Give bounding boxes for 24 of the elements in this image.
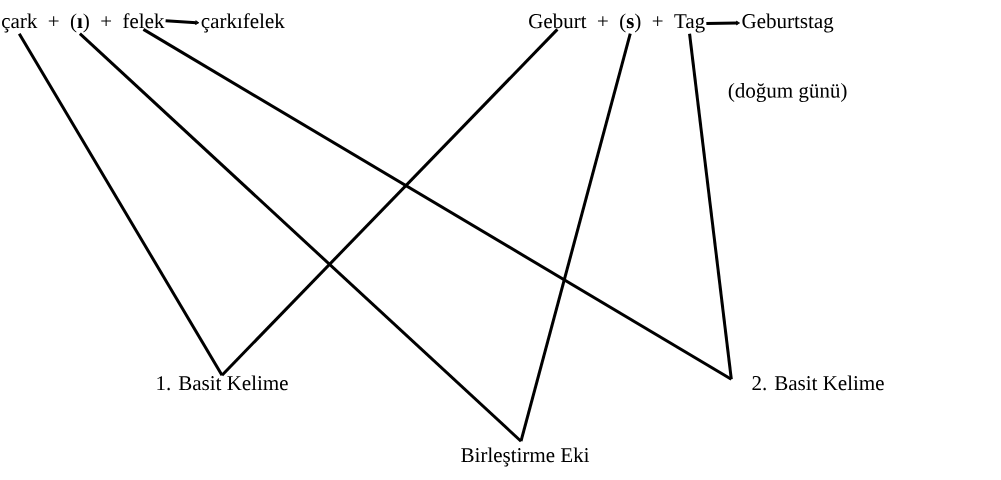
arrow (165, 19, 200, 25)
word: (s) (620, 13, 641, 33)
word: (ı) (70, 13, 89, 33)
term-label: 1. Basit Kelime (157, 375, 288, 391)
connecting-line (519, 33, 632, 442)
arrow (706, 20, 740, 26)
plus-sign: + (652, 16, 663, 26)
plus-sign: + (597, 16, 608, 26)
term-label: Birleştirme Eki (461, 447, 590, 467)
connecting-line (17, 32, 224, 376)
connecting-line (220, 28, 559, 377)
note: (doğum günü) (728, 82, 847, 103)
word: çarkıfelek (201, 13, 285, 33)
word: Geburt (529, 13, 587, 29)
connecting-line (142, 28, 733, 381)
connecting-line (78, 32, 523, 443)
word: felek (123, 13, 165, 29)
term-label: 2. Basit Kelime (752, 375, 884, 391)
word: Geburtstag (742, 13, 834, 33)
plus-sign: + (48, 16, 59, 26)
plus-sign: + (101, 16, 111, 26)
word: çark (2, 13, 38, 33)
word: Tag (674, 14, 705, 33)
connecting-line (688, 33, 733, 380)
